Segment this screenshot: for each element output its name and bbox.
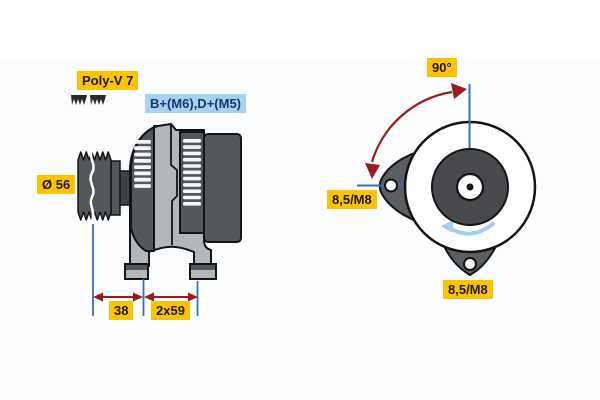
- mounting-foot-left: [124, 263, 149, 280]
- mounting-hole-left: [384, 178, 398, 193]
- dimension-extension-lines: [92, 224, 199, 316]
- shaft-center-dot: [466, 183, 474, 191]
- belt-type-label: Poly-V 7: [77, 71, 139, 90]
- angle-90-label: 90°: [427, 58, 457, 77]
- side-view: [77, 123, 242, 316]
- dim-2x59-label: 2x59: [151, 301, 190, 320]
- mount-hole-left-label: 8,5/M8: [327, 190, 377, 209]
- dimension-arrow-38: [93, 292, 143, 302]
- pulley-diameter-label: Ø 56: [37, 175, 76, 194]
- mount-hole-bottom-label: 8,5/M8: [443, 280, 493, 299]
- vent-slots-rear: [183, 139, 201, 206]
- terminals-label: B+(M6),D+(M5): [145, 94, 247, 113]
- rear-view: [357, 83, 537, 276]
- angle-arc-arrow: [365, 83, 467, 179]
- mounting-foot-right: [189, 263, 217, 280]
- rotation-direction-arrow: [441, 219, 495, 236]
- rear-cover: [203, 133, 242, 243]
- pulley-hub: [110, 160, 121, 216]
- dim-38-label: 38: [109, 301, 134, 320]
- dimension-arrow-2x59: [144, 292, 198, 302]
- belt-profile-icon: [71, 95, 106, 105]
- pulley-break-line: [89, 148, 95, 223]
- pulley: [77, 151, 112, 221]
- mounting-hole-bottom: [463, 257, 477, 271]
- housing-seam: [170, 124, 178, 245]
- vent-slots-front: [134, 140, 151, 188]
- drive-end-bracket: [130, 125, 158, 252]
